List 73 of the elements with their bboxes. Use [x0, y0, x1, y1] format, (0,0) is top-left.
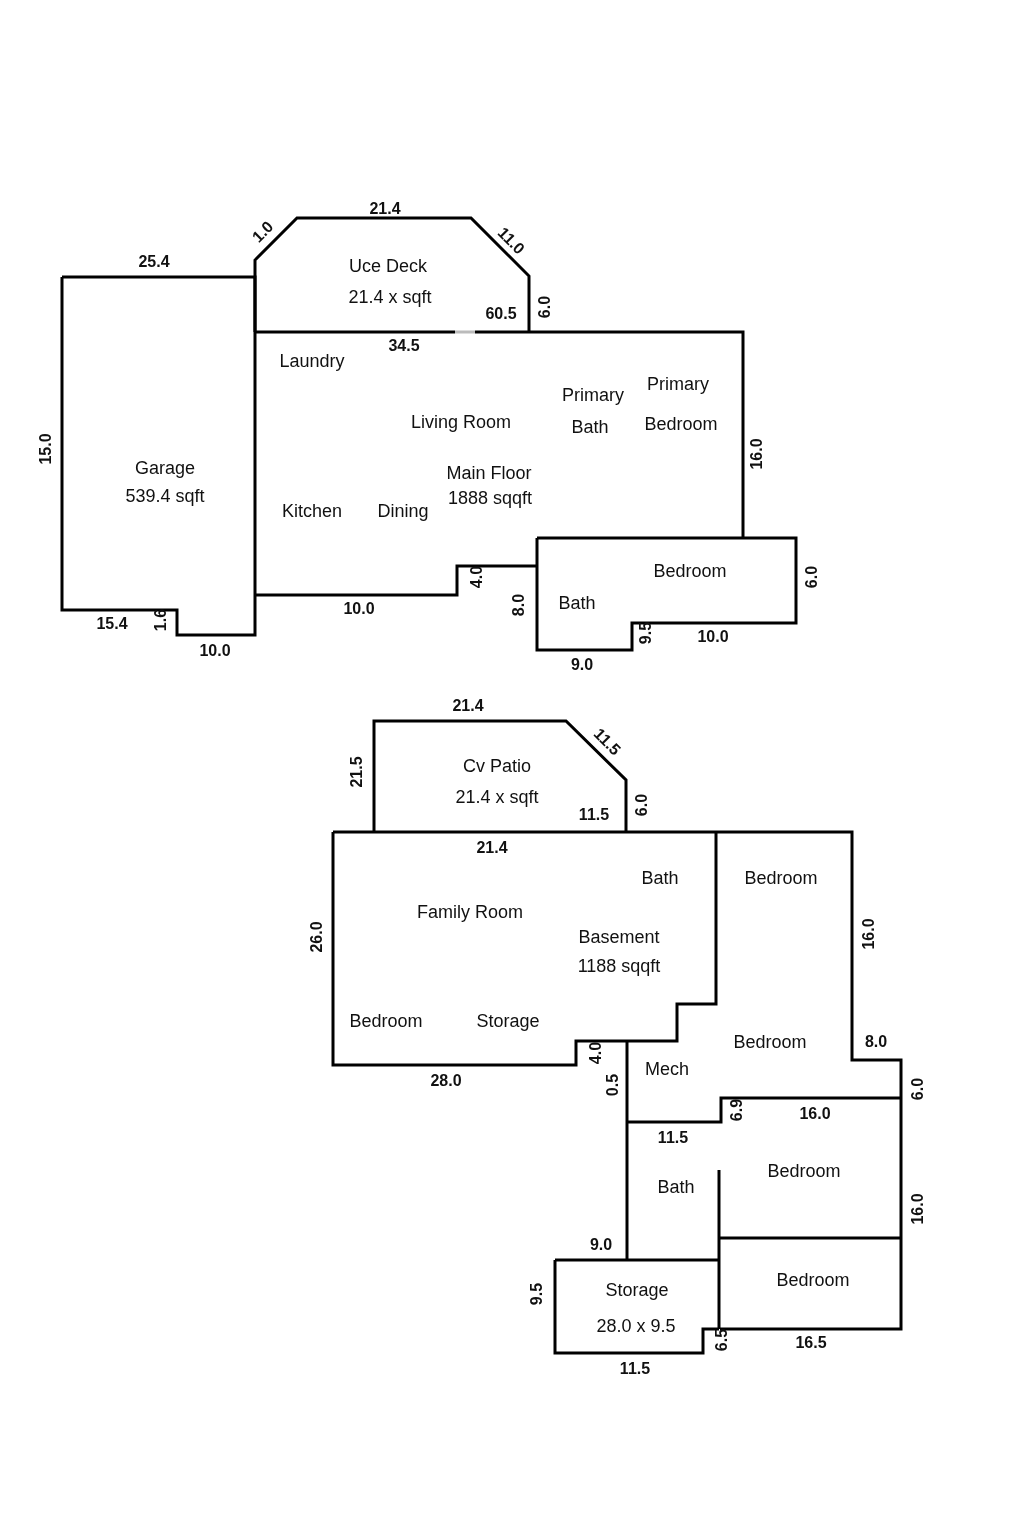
- room-label: Dining: [377, 502, 429, 520]
- room-label: Primary: [562, 386, 624, 404]
- area-label: 1188 sqqft: [577, 957, 661, 975]
- room-label: Mech: [645, 1060, 689, 1078]
- dimension-label: 21.4: [452, 698, 484, 714]
- dimension-label: 0.5: [605, 1073, 621, 1097]
- room-label: Bedroom: [349, 1012, 423, 1030]
- dimension-label: 10.0: [343, 601, 375, 617]
- dimension-label: 11.5: [619, 1361, 651, 1377]
- room-label: Bedroom: [653, 562, 727, 580]
- dimension-label: 16.0: [749, 438, 765, 470]
- dimension-label: 9.5: [529, 1282, 545, 1306]
- room-label: Bath: [657, 1178, 695, 1196]
- room-label: Cv Patio: [463, 757, 531, 775]
- dimension-label: 26.0: [309, 921, 325, 953]
- room-label: Bedroom: [776, 1271, 850, 1289]
- dimension-label: 11.5: [657, 1130, 689, 1146]
- area-label: 1888 sqqft: [447, 489, 533, 507]
- room-label: Basement: [578, 928, 660, 946]
- room-label: Kitchen: [282, 502, 342, 520]
- dimension-label: 6.5: [714, 1328, 730, 1352]
- dimension-label: 60.5: [485, 306, 517, 322]
- dimension-label: 10.0: [199, 643, 231, 659]
- area-label: 21.4 x sqft: [348, 288, 432, 306]
- dimension-label: 1.0: [249, 218, 277, 246]
- dimension-label: 6.9: [729, 1098, 745, 1122]
- dimension-label: 11.0: [494, 224, 528, 258]
- dimension-label: 6.0: [537, 295, 553, 319]
- room-label: Living Room: [411, 413, 511, 431]
- dimension-label: 16.0: [910, 1193, 926, 1225]
- dimension-label: 8.0: [511, 593, 527, 617]
- dimension-label: 28.0: [430, 1073, 462, 1089]
- room-label: Bedroom: [767, 1162, 841, 1180]
- room-label: Bedroom: [644, 415, 718, 433]
- dimension-label: 9.0: [589, 1237, 613, 1253]
- room-label: Uce Deck: [349, 257, 427, 275]
- room-label: Laundry: [279, 352, 345, 370]
- dimension-label: 34.5: [388, 338, 420, 354]
- room-label: Bath: [571, 418, 609, 436]
- dimension-label: 6.0: [910, 1077, 926, 1101]
- dimension-label: 15.0: [38, 433, 54, 465]
- dimension-label: 4.0: [469, 565, 485, 589]
- room-label: Bath: [558, 594, 596, 612]
- room-label: Primary: [647, 375, 709, 393]
- area-label: 28.0 x 9.5: [596, 1317, 676, 1335]
- dimension-label: 9.0: [570, 657, 594, 673]
- room-label: Storage: [605, 1281, 669, 1299]
- dimension-label: 16.5: [795, 1335, 827, 1351]
- dimension-label: 11.5: [590, 725, 624, 759]
- area-label: 539.4 sqft: [125, 487, 205, 505]
- dimension-label: 25.4: [138, 254, 170, 270]
- dimension-label: 21.5: [349, 756, 365, 788]
- dimension-label: 21.4: [476, 840, 508, 856]
- room-label: Bedroom: [744, 869, 818, 887]
- dimension-label: 1.6: [153, 608, 169, 632]
- room-label: Storage: [476, 1012, 540, 1030]
- dimension-label: 6.0: [634, 793, 650, 817]
- room-label: Garage: [135, 459, 195, 477]
- dimension-label: 21.4: [369, 201, 401, 217]
- room-label: Bath: [641, 869, 679, 887]
- dimension-label: 4.0: [588, 1041, 604, 1065]
- room-label: Main Floor: [446, 464, 532, 482]
- dimension-label: 15.4: [96, 616, 128, 632]
- dimension-label: 10.0: [697, 629, 729, 645]
- dimension-label: 6.0: [804, 565, 820, 589]
- dimension-label: 8.0: [864, 1034, 888, 1050]
- dimension-label: 16.0: [799, 1106, 831, 1122]
- dimension-label: 9.5: [638, 621, 654, 645]
- area-label: 21.4 x sqft: [455, 788, 539, 806]
- dimension-label: 16.0: [861, 918, 877, 950]
- dimension-label: 11.5: [578, 807, 610, 823]
- room-label: Family Room: [417, 903, 523, 921]
- room-label: Bedroom: [733, 1033, 807, 1051]
